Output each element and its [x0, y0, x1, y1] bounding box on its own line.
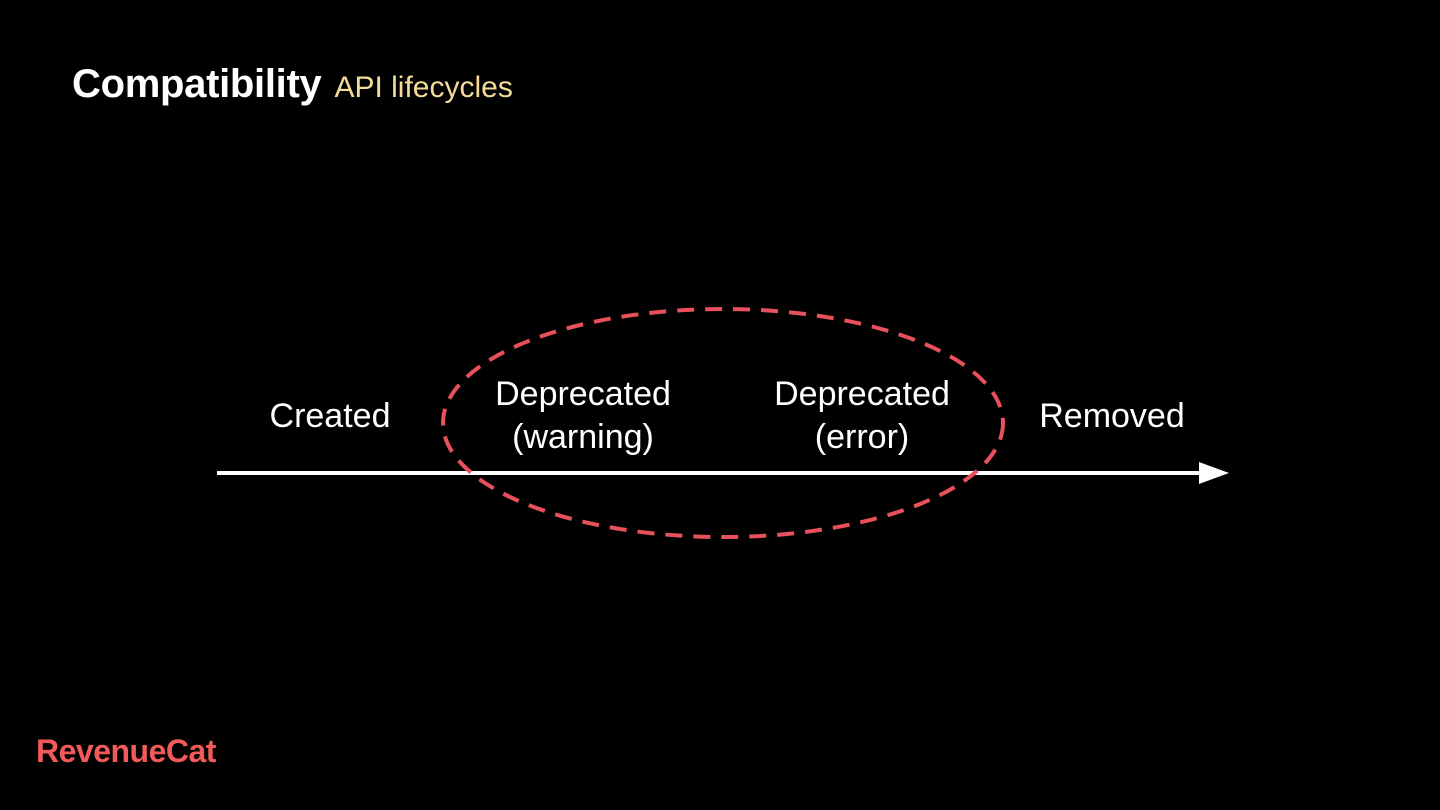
- timeline-arrow-head: [1199, 462, 1229, 484]
- stage-deprecated-warning-line-2: (warning): [512, 418, 654, 456]
- stage-deprecated-error: Deprecated (error): [752, 373, 972, 459]
- stage-created: Created: [230, 395, 430, 438]
- stage-created-label: Created: [269, 397, 391, 435]
- page-subtitle: API lifecycles: [334, 71, 513, 104]
- stage-deprecated-warning-line-1: Deprecated: [495, 375, 671, 413]
- page-title: Compatibility: [72, 62, 322, 106]
- stage-deprecated-error-line-2: (error): [814, 418, 910, 456]
- stage-deprecated-warning: Deprecated (warning): [473, 373, 693, 459]
- stage-removed: Removed: [1012, 395, 1212, 438]
- title-row: Compatibility API lifecycles: [72, 62, 513, 107]
- revenuecat-logo: RevenueCat: [36, 733, 216, 769]
- stage-deprecated-error-line-1: Deprecated: [774, 375, 950, 413]
- deprecation-highlight-ellipse: [441, 307, 1005, 539]
- stage-removed-label: Removed: [1039, 397, 1185, 435]
